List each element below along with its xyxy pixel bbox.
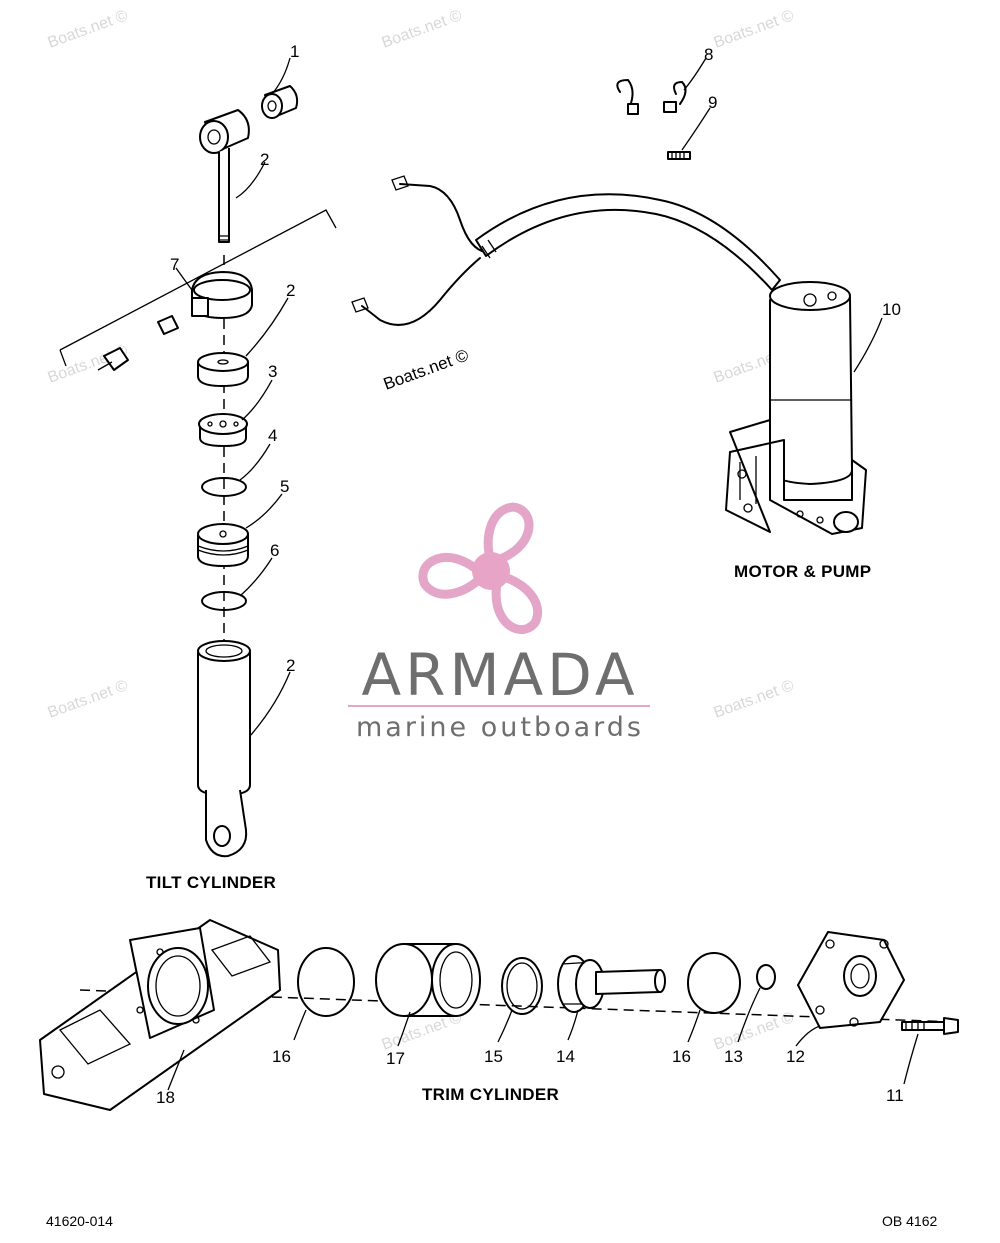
leader-lines: [167, 57, 919, 1091]
callout-1: 1: [290, 42, 299, 61]
watermark-text: Boats.net ©: [46, 7, 131, 52]
motor-pump-assembly: [351, 175, 867, 535]
part-11-bolt: [901, 1017, 959, 1035]
footer-reference-code: OB 4162: [882, 1213, 937, 1229]
callout-2-washer: 2: [286, 281, 295, 300]
part-3-cap: [198, 413, 248, 447]
caption-trim-cylinder: TRIM CYLINDER: [422, 1085, 559, 1104]
callout-8: 8: [704, 45, 713, 64]
callout-16-right: 16: [672, 1047, 691, 1066]
callout-numbers: 1 2 7 2 3 4 5 6 2 8 9 10 11 12 13 14 15 …: [156, 42, 904, 1107]
part-7-clamp: [59, 209, 337, 371]
brand-name: ARMADA: [361, 641, 638, 709]
callout-12: 12: [786, 1047, 805, 1066]
part-2-washer: [197, 352, 249, 387]
callout-11: 11: [886, 1086, 904, 1105]
part-14-piston-rod: [557, 955, 666, 1013]
part-5-piston: [197, 523, 249, 567]
callout-15: 15: [484, 1047, 503, 1066]
propeller-hub: [472, 552, 510, 590]
callout-17: 17: [386, 1049, 405, 1068]
callout-3: 3: [268, 362, 277, 381]
watermarks: Boats.net © Boats.net © Boats.net © Boat…: [46, 7, 797, 1054]
propeller-logo-icon: [417, 502, 548, 636]
callout-13: 13: [724, 1047, 743, 1066]
part-16-o-ring: [687, 952, 741, 1014]
callout-16-left: 16: [272, 1047, 291, 1066]
callout-2-body: 2: [286, 656, 295, 675]
callout-14: 14: [556, 1047, 575, 1066]
callout-4: 4: [268, 426, 277, 445]
part-13-seal: [756, 964, 776, 990]
callout-9: 9: [708, 93, 717, 112]
part-1-bushing: [261, 85, 299, 119]
part-8-clips: [616, 79, 687, 115]
part-18-housing: [39, 919, 281, 1111]
footer-drawing-number: 41620-014: [46, 1213, 113, 1229]
part-16-o-ring: [297, 947, 355, 1017]
callout-18: 18: [156, 1088, 175, 1107]
callout-7: 7: [170, 255, 179, 274]
watermark-text-dark: Boats.net ©: [381, 345, 472, 393]
tilt-cylinder-assembly: [59, 85, 337, 858]
caption-tilt-cylinder: TILT CYLINDER: [146, 873, 276, 892]
part-2-cylinder-body: [197, 640, 251, 858]
part-2-pin: [199, 109, 250, 243]
part-6-o-ring: [201, 591, 247, 611]
part-9-screw: [667, 151, 691, 160]
callout-6: 6: [270, 541, 279, 560]
part-12-end-cap: [797, 931, 905, 1029]
brand-tagline: marine outboards: [356, 712, 644, 743]
callout-5: 5: [280, 477, 289, 496]
trim-cylinder-assembly: [39, 919, 959, 1111]
watermark-text: Boats.net ©: [712, 7, 797, 52]
part-4-o-ring: [201, 477, 247, 497]
callout-2-pin: 2: [260, 150, 269, 169]
callout-10: 10: [882, 300, 901, 319]
watermark-text: Boats.net ©: [380, 7, 465, 52]
armada-logo: ARMADA marine outboards: [348, 502, 650, 743]
watermark-text: Boats.net ©: [46, 677, 131, 722]
part-15-ring: [501, 957, 543, 1015]
watermark-text: Boats.net ©: [712, 677, 797, 722]
caption-motor-pump: MOTOR & PUMP: [734, 562, 871, 581]
part-17-sleeve: [375, 943, 481, 1017]
